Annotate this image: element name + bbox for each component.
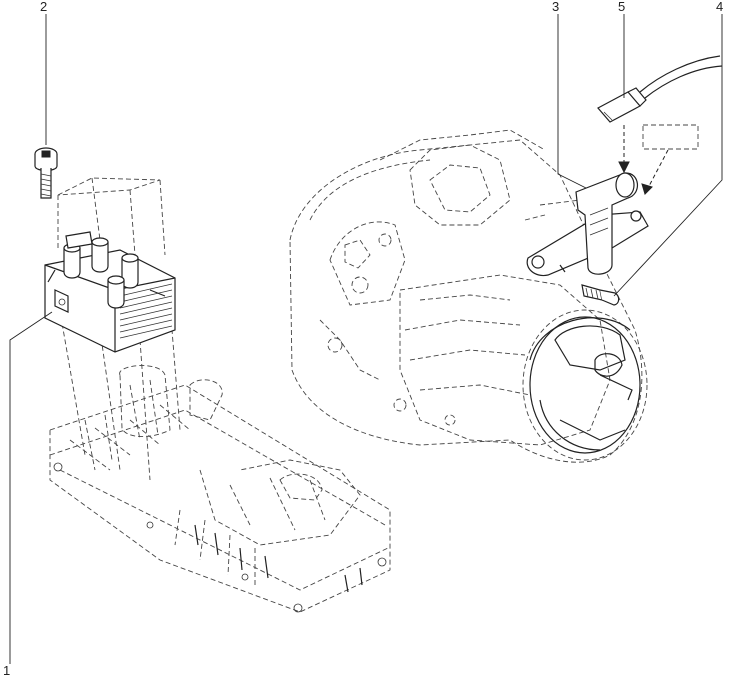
callout-1: 1 [3,663,11,678]
assembly-arrows [618,124,699,195]
sensor-bolt [581,284,620,306]
ignition-coil [44,177,181,481]
crankshaft-sensor [526,172,649,277]
sensor-connector [597,55,723,123]
coil-bolt [34,147,58,199]
callout-5: 5 [618,0,626,14]
cylinder-head-outline [49,365,391,613]
leader-lines [9,14,723,664]
callout-3: 3 [552,0,560,14]
gearbox-bell-housing [522,309,648,461]
callout-4: 4 [716,0,724,14]
coil-towers [63,231,139,309]
callout-2: 2 [40,0,48,14]
gearbox-outline [289,129,643,463]
